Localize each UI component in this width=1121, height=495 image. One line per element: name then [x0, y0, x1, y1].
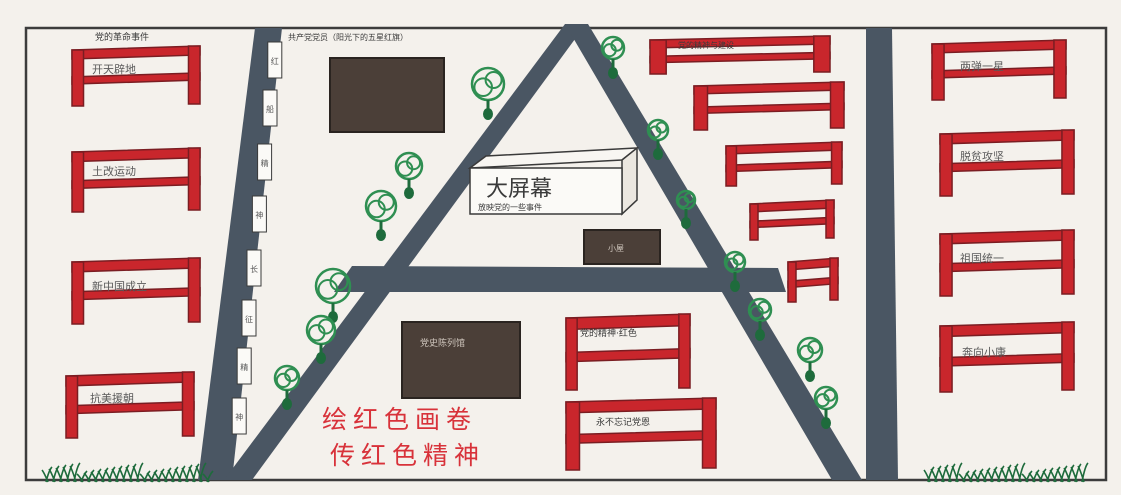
inner-gate-label-2: 永不忘记党恩 [596, 416, 650, 428]
left-vertical-road [198, 28, 282, 480]
left-gates-header: 党的革命事件 [95, 31, 149, 43]
right-gate-4 [939, 321, 1075, 393]
right-gate-label-1: 两弹一星 [960, 59, 1004, 73]
lower-building [401, 321, 521, 399]
svg-text:征: 征 [245, 314, 253, 324]
right-gate-label-2: 脱贫攻坚 [960, 149, 1004, 163]
right-gate-1 [931, 39, 1067, 101]
slogan-line-2: 传红色精神 [330, 441, 486, 470]
gates [65, 35, 1075, 471]
slogan-line-1: 绘红色画卷 [322, 405, 478, 434]
inner-gate-2 [693, 81, 845, 131]
triangle-crossbar-road [334, 266, 786, 292]
svg-text:红: 红 [271, 56, 279, 66]
triangle-right-road [565, 24, 862, 480]
left-gate-label-2: 土改运动 [92, 164, 136, 178]
svg-text:精: 精 [240, 362, 248, 372]
right-gate-2 [939, 129, 1075, 197]
big-screen [467, 146, 640, 216]
right-gate-label-3: 祖国统一 [960, 251, 1004, 265]
top-building [329, 57, 445, 133]
left-gate-1 [71, 45, 201, 107]
screen-title: 大屏幕 [486, 177, 552, 202]
svg-text:神: 神 [255, 210, 263, 220]
right-inner-header: 党的精神与建设 [678, 40, 734, 50]
inner-gate-3 [725, 141, 843, 187]
triangle-left-road [224, 24, 586, 480]
small-building-label: 小屋 [608, 244, 624, 253]
lower-building-label: 党史陈列馆 [420, 337, 465, 349]
left-gate-label-1: 开天辟地 [92, 62, 136, 76]
right-vertical-road [866, 28, 898, 480]
inner-gate-4 [749, 199, 835, 241]
inner-gate-5 [787, 257, 839, 303]
left-gate-label-4: 抗美援朝 [90, 391, 134, 405]
inner-gate-label-1: 党的精神·红色 [580, 327, 637, 339]
left-gate-3 [71, 257, 201, 325]
road-board-header: 共产党党员（阳光下的五星红旗） [288, 32, 408, 42]
inner-gate-1 [649, 35, 831, 75]
trees [273, 35, 839, 429]
svg-text:精: 精 [261, 158, 269, 168]
right-gate-3 [939, 229, 1075, 297]
small-building [583, 229, 661, 265]
left-gate-2 [71, 147, 201, 213]
svg-text:神: 神 [235, 412, 243, 422]
lower-gate-1 [565, 313, 691, 391]
left-gate-label-3: 新中国成立 [92, 279, 147, 293]
left-gate-4 [65, 371, 195, 439]
svg-text:船: 船 [266, 104, 274, 114]
grass [41, 462, 1089, 483]
svg-text:长: 长 [250, 264, 258, 274]
right-gate-label-4: 奔向小康 [962, 345, 1006, 359]
screen-subtitle: 放映党的一些事件 [478, 202, 542, 212]
lower-gate-2 [565, 397, 717, 471]
